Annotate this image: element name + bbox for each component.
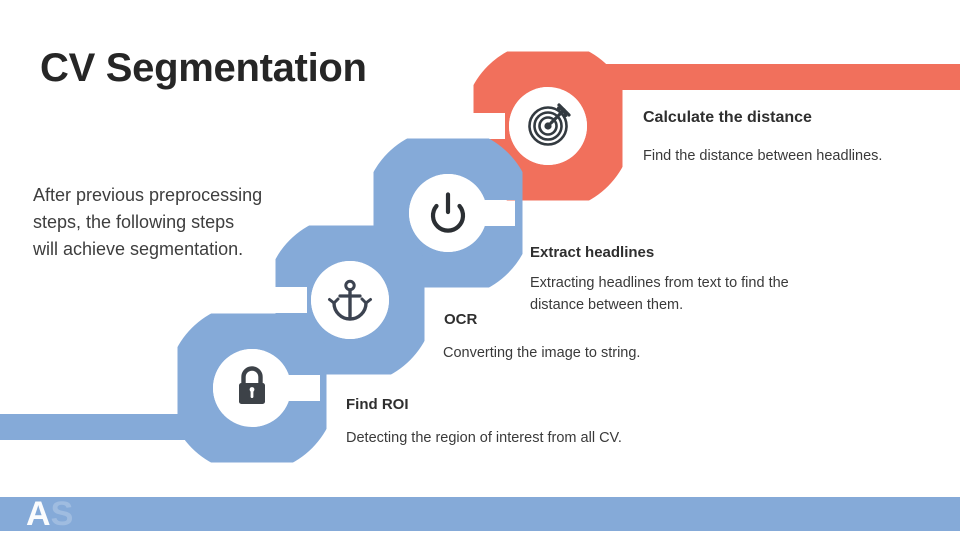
step-4-body: Find the distance between headlines.	[643, 148, 883, 164]
intro-paragraph: After previous preprocessing steps, the …	[33, 185, 263, 259]
step-4-heading: Calculate the distance	[643, 109, 812, 126]
step-3-ring-group	[363, 128, 533, 298]
lock-icon	[239, 366, 265, 404]
step-1-tail	[0, 414, 252, 440]
step-4-ring	[463, 41, 633, 211]
step-1-body: Detecting the region of interest from al…	[346, 430, 622, 446]
footer-bar	[0, 497, 960, 531]
step-2-heading: OCR	[444, 311, 478, 328]
brand-logo-primary: A	[26, 495, 51, 533]
brand-logo: AS	[26, 494, 73, 534]
step-4-tail	[548, 64, 960, 90]
step-1-heading: Find ROI	[346, 396, 409, 413]
step-1-ring-group	[0, 303, 337, 473]
page-title: CV Segmentation	[40, 46, 367, 90]
anchor-icon	[328, 279, 372, 321]
step-1-icon-disc	[213, 349, 291, 427]
step-2-body: Converting the image to string.	[443, 345, 641, 361]
step-4-icon-disc	[509, 87, 587, 165]
step-2-ring-group	[265, 215, 435, 385]
step-1-ring	[167, 303, 337, 473]
step-2-ring	[265, 215, 435, 385]
step-3-ring	[363, 128, 533, 298]
power-icon	[430, 192, 466, 233]
target-icon	[528, 103, 571, 146]
brand-logo-secondary: S	[50, 495, 74, 533]
step-3-heading: Extract headlines	[530, 244, 655, 261]
step-3-icon-disc	[409, 174, 487, 252]
step-2-icon-disc	[311, 261, 389, 339]
step-3-body: Extracting headlines from text to find t…	[530, 275, 789, 314]
